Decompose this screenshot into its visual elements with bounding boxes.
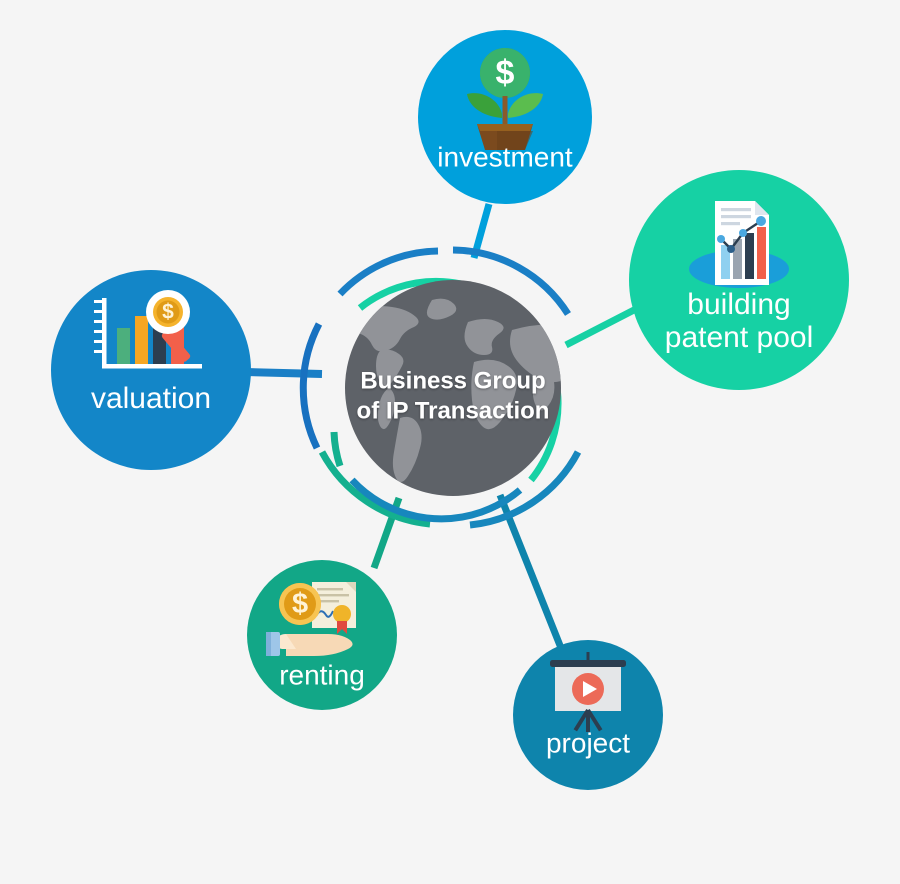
node-valuation-label: valuation [91, 382, 211, 415]
hand-thumb [275, 634, 296, 649]
renting-dollar-glyph: $ [292, 588, 308, 620]
node-investment[interactable]: $ investment [418, 30, 592, 204]
plant-pot-shade [497, 131, 533, 150]
hub-outer-arc-bottom-left [318, 450, 431, 528]
node-patent-pool-label-line1: building [687, 288, 790, 321]
document-trend-dot-3 [739, 229, 747, 237]
node-project[interactable]: project [513, 640, 663, 790]
renting-coin-inner [284, 588, 316, 620]
hub-outer-arc-upper-left [337, 247, 439, 297]
presentation-leg-left [573, 708, 590, 732]
document-trend-dot-2 [727, 245, 735, 253]
hub-inner-arc-bottom [349, 477, 523, 523]
presentation-leg-right [586, 708, 603, 732]
node-building-patent-pool[interactable]: building patent pool [629, 170, 849, 390]
plant-leaf-right [508, 93, 543, 118]
magnifier-coin-inner [156, 300, 180, 324]
node-investment-label: investment [437, 141, 573, 172]
node-valuation[interactable]: $ valuation [51, 270, 251, 470]
hub-inner-arc-left [330, 431, 344, 468]
valuation-axis-ticks [94, 300, 102, 353]
plant-coin-highlight [480, 48, 530, 98]
document-trend-line [720, 220, 762, 251]
chart-document-icon [689, 201, 789, 288]
connector-project [496, 493, 565, 650]
presentation-pole [586, 652, 590, 660]
plant-stem [502, 96, 508, 124]
hub-title-line2: of IP Transaction [357, 397, 550, 424]
hand-coin-certificate-icon: $ [266, 582, 356, 656]
magnifier-handle [161, 330, 191, 362]
document-text-line-3 [721, 222, 740, 226]
valuation-axis-y [102, 298, 107, 368]
presentation-play-triangle [583, 681, 597, 697]
connector-patent-pool [564, 305, 638, 349]
valuation-bar-green [117, 328, 130, 364]
certificate-text-lines [317, 588, 349, 603]
document-text-line-2 [721, 215, 751, 219]
hub[interactable]: Business Group of IP Transaction [299, 246, 657, 529]
plant-leaf-left [467, 93, 502, 118]
document-bar-1 [721, 245, 730, 279]
chart-magnifier-dollar-icon: $ [94, 290, 202, 369]
document-trend-dot-1 [717, 235, 725, 243]
certificate-seal-ribbon [337, 621, 347, 634]
world-map [349, 298, 561, 483]
certificate-paper-fold [346, 582, 356, 592]
hub-title-line1: Business Group [360, 367, 545, 394]
hub-outer-arc-bottom-right [469, 450, 582, 529]
document-trend-dot-4 [756, 216, 766, 226]
document-corner-fold [755, 201, 769, 215]
document-bar-2 [733, 239, 742, 279]
document-bar-4 [757, 227, 766, 279]
plant-pot-soil [477, 124, 533, 131]
valuation-axis-x [102, 364, 202, 369]
money-plant-icon: $ [467, 48, 543, 150]
plant-dollar-glyph: $ [496, 54, 515, 92]
connector-valuation [245, 368, 323, 378]
node-project-label: project [546, 727, 630, 758]
valuation-bar-orange [135, 316, 148, 364]
hub-outer-ring [299, 246, 582, 529]
hand-sleeve-cuff [266, 632, 271, 656]
presentation-top-bar [550, 660, 626, 667]
document-bar-3 [745, 233, 754, 279]
certificate-seal [333, 605, 351, 623]
document-text-line-1 [721, 208, 751, 212]
hub-title: Business Group of IP Transaction [357, 367, 550, 424]
presentation-leg-center [586, 710, 590, 732]
node-renting[interactable]: $ renting [247, 560, 397, 710]
hub-outer-arc-left [299, 322, 323, 450]
magnifier-dollar-glyph: $ [162, 301, 174, 324]
node-patent-pool-label-line2: patent pool [665, 321, 813, 354]
presentation-play-icon [550, 652, 626, 732]
hub-outer-arc-top-right [452, 246, 571, 316]
hand-palm [286, 634, 353, 656]
node-renting-label: renting [279, 659, 365, 690]
